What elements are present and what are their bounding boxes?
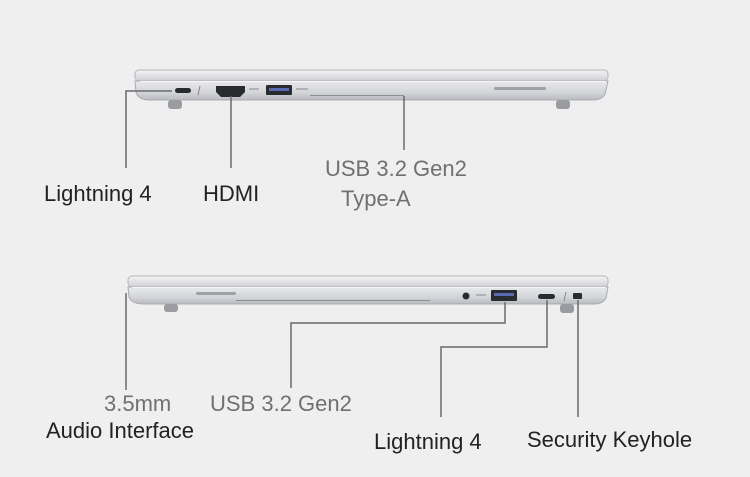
- rubber-foot: [556, 100, 570, 109]
- label-usb-3-2-gen2-top: USB 3.2 Gen2: [325, 156, 467, 181]
- laptop-left-side: [134, 69, 609, 109]
- label-hdmi: HDMI: [203, 181, 260, 206]
- label-usb-3-2-gen2-bottom: USB 3.2 Gen2: [210, 391, 352, 416]
- laptop-lid: [134, 69, 609, 82]
- vent-grille: [494, 87, 546, 90]
- rubber-foot: [560, 304, 574, 313]
- vent-grille: [196, 292, 236, 295]
- leader-line-usb: [290, 302, 506, 388]
- label-audio-interface: Audio Interface: [46, 418, 194, 443]
- label-security-keyhole: Security Keyhole: [527, 427, 693, 452]
- laptop-base: [134, 80, 609, 101]
- laptop-right-side: [127, 275, 609, 313]
- leader-line-lightning: [125, 90, 172, 168]
- lightning-port: [175, 88, 191, 93]
- laptop-lid: [127, 275, 609, 288]
- label-lightning-4-bottom: Lightning 4: [374, 429, 482, 454]
- label-3-5mm: 3.5mm: [104, 391, 172, 416]
- leader-lines-bottom: [125, 293, 579, 417]
- audio-jack: [462, 292, 470, 300]
- hdmi-port: [216, 86, 245, 97]
- rubber-foot: [164, 304, 178, 312]
- security-keyhole: [573, 293, 582, 299]
- leader-line-lightning: [440, 300, 548, 417]
- label-type-a: Type-A: [341, 186, 411, 211]
- laptop-base: [127, 286, 609, 305]
- lightning-port: [538, 294, 555, 299]
- rubber-foot: [168, 100, 182, 109]
- leader-lines-top: [125, 90, 405, 168]
- label-lightning-4-top: Lightning 4: [44, 181, 152, 206]
